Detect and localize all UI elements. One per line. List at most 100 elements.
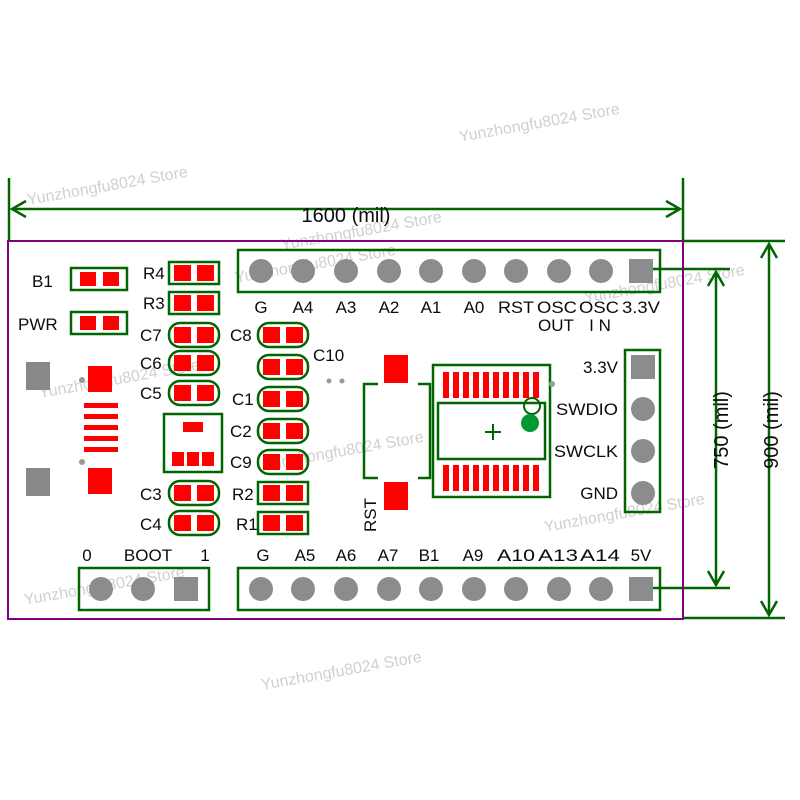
header-pin <box>291 259 315 283</box>
header-pin <box>377 577 401 601</box>
via <box>326 378 332 384</box>
width-dimension-label: 1600 (mil) <box>302 205 391 227</box>
voltage-regulator <box>162 412 224 474</box>
r1-label: R1 <box>236 515 258 534</box>
c8-label: C8 <box>230 326 252 345</box>
resistor-r2 <box>256 480 310 506</box>
swd-pin-label: SWDIO <box>556 400 618 419</box>
boot-pin <box>89 577 113 601</box>
top-pin-label: A4 <box>293 298 314 317</box>
boot-header-outline <box>77 566 211 612</box>
top-header-labels: G A4 A3 A2 A1 A0 RST OSC OSC 3.3V OUT I … <box>254 298 660 335</box>
watermarks: Yunzhongfu8024 Store Yunzhongfu8024 Stor… <box>23 101 746 694</box>
header-pin <box>334 259 358 283</box>
reset-button-footprint <box>362 355 432 510</box>
mcu-chip <box>431 363 555 499</box>
board-outline <box>7 240 684 620</box>
swd-pin-label: GND <box>580 484 618 503</box>
boot-0-label: 0 <box>82 546 91 565</box>
header-pin <box>589 259 613 283</box>
header-pin <box>462 259 486 283</box>
top-pin-label: OSC <box>537 298 577 317</box>
top-pin-label: OSC <box>579 298 619 317</box>
header-pin <box>249 577 273 601</box>
bottom-pin-label: 5V <box>631 546 652 565</box>
top-pin-label: A2 <box>379 298 400 317</box>
via <box>339 378 345 384</box>
swd-pin <box>631 439 655 463</box>
bottom-pin-label: A6 <box>336 546 357 565</box>
capacitor-c2 <box>256 417 310 445</box>
bottom-header-outline <box>236 566 662 612</box>
capacitor-c10 <box>256 353 310 381</box>
swd-pin-square <box>631 355 655 379</box>
swd-pin-label: SWCLK <box>554 442 619 461</box>
c9-label: C9 <box>230 453 252 472</box>
bottom-header-labels: G A5 A6 A7 B1 A9 A10 A13 A14 5V <box>256 546 652 565</box>
header-pin <box>419 259 443 283</box>
top-pin-label: A0 <box>464 298 485 317</box>
watermark: Yunzhongfu8024 Store <box>26 164 189 209</box>
height-outer-label: 900 (mil) <box>761 391 783 469</box>
boot-label: BOOT <box>124 546 172 565</box>
led-pwr <box>69 310 129 336</box>
resistor-r1 <box>256 510 310 536</box>
header-pin <box>334 577 358 601</box>
b1-label: B1 <box>32 272 53 291</box>
c6-label: C6 <box>140 354 162 373</box>
capacitor-c9 <box>256 448 310 476</box>
bottom-pin-label: A13 <box>538 546 578 565</box>
bottom-pin-label: A7 <box>378 546 399 565</box>
header-pin <box>547 259 571 283</box>
swd-pin <box>631 397 655 421</box>
watermark: Yunzhongfu8024 Store <box>458 101 621 146</box>
swd-header-pins <box>631 355 655 505</box>
boot-1-label: 1 <box>200 546 209 565</box>
c7-label: C7 <box>140 326 162 345</box>
top-pin-sublabel: I N <box>589 316 611 335</box>
bottom-pin-label: A10 <box>497 546 535 565</box>
boot-header-pins <box>89 577 198 601</box>
usb-connector <box>26 362 118 496</box>
bottom-pin-label: B1 <box>419 546 440 565</box>
header-pin <box>589 577 613 601</box>
header-pin <box>504 259 528 283</box>
rst-button-label: RST <box>361 498 380 532</box>
top-header-outline <box>236 248 662 294</box>
r3-label: R3 <box>143 294 165 313</box>
capacitor-c6 <box>167 349 221 377</box>
capacitor-c5 <box>167 379 221 407</box>
height-inner-dimension <box>640 267 730 590</box>
c3-label: C3 <box>140 485 162 504</box>
capacitor-c3 <box>167 479 221 507</box>
r4-label: R4 <box>143 264 165 283</box>
header-pin <box>291 577 315 601</box>
watermark: Yunzhongfu8024 Store <box>260 649 423 694</box>
capacitor-c1 <box>256 385 310 413</box>
header-pin <box>462 577 486 601</box>
resistor-r3 <box>167 290 221 316</box>
c1-label: C1 <box>232 390 254 409</box>
capacitor-c4 <box>167 509 221 537</box>
capacitor-c7 <box>167 321 221 349</box>
swd-pin <box>631 481 655 505</box>
height-inner-label: 750 (mil) <box>711 391 733 469</box>
c10-label: C10 <box>313 346 344 365</box>
pwr-label: PWR <box>18 315 58 334</box>
top-pin-label: RST <box>498 298 534 317</box>
bottom-pin-label: A5 <box>295 546 316 565</box>
swd-pin-label: 3.3V <box>583 358 619 377</box>
led-b1 <box>69 266 129 292</box>
bottom-pin-label: A14 <box>580 546 620 565</box>
header-pin-square <box>629 259 653 283</box>
header-pin <box>249 259 273 283</box>
header-pin <box>547 577 571 601</box>
top-pin-label: G <box>254 298 267 317</box>
top-header-pins <box>249 259 653 283</box>
c4-label: C4 <box>140 515 162 534</box>
top-pin-label: A1 <box>421 298 442 317</box>
bottom-header-pins <box>249 577 653 601</box>
top-pin-label: 3.3V <box>622 298 661 317</box>
header-pin-square <box>629 577 653 601</box>
